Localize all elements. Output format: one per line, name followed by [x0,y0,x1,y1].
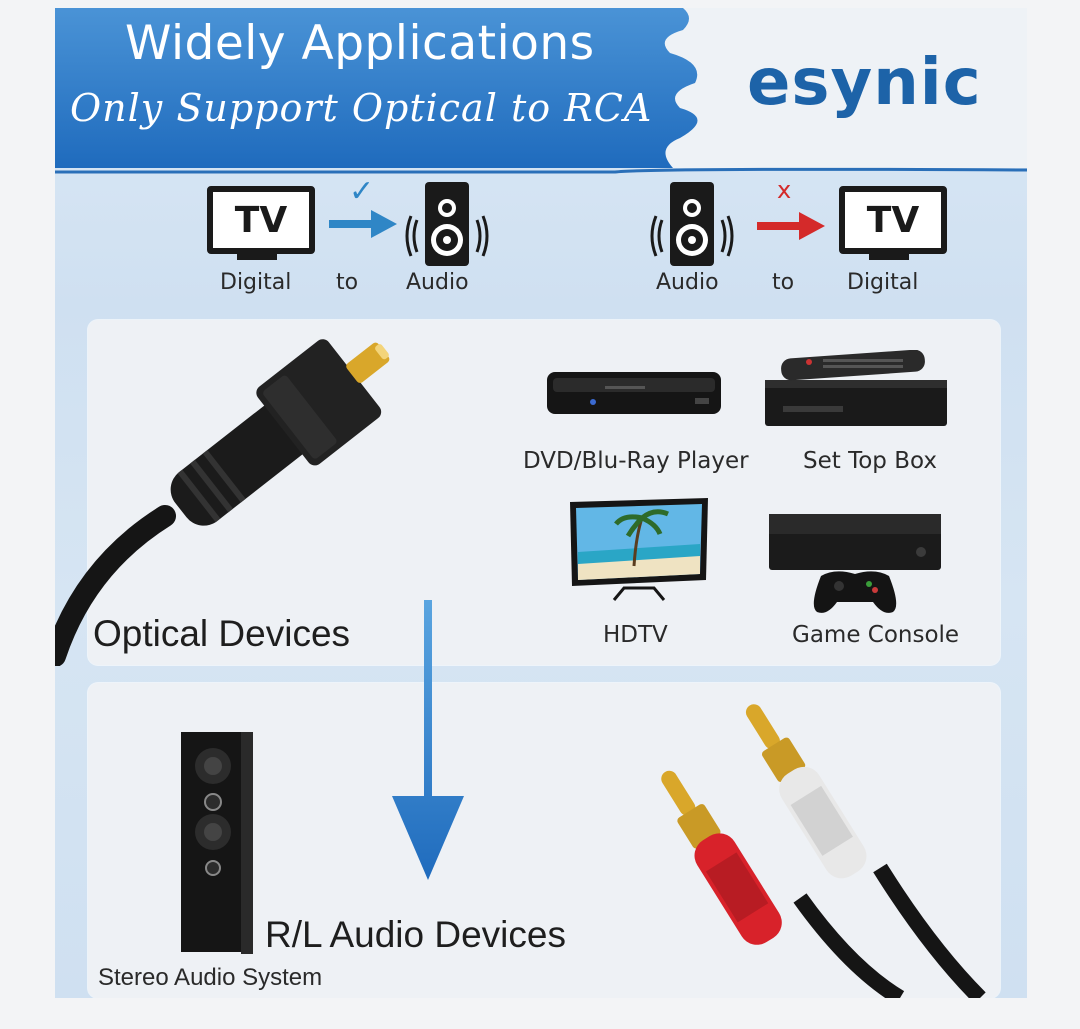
unsupported-from-label: Audio [656,270,719,295]
hdtv-icon [570,498,708,601]
tv-icon: TV [839,186,947,254]
optical-cable-icon [55,339,390,666]
check-mark-icon: ✓ [349,174,375,209]
stereo-system-label: Stereo Audio System [98,964,323,991]
header-title: Widely Applications [125,16,595,71]
supported-from-label: Digital [220,270,292,295]
bluray-player-icon [547,372,721,414]
speaker-icon [405,182,489,266]
device-label: Set Top Box [803,448,937,474]
arrow-down-icon [392,600,464,880]
header-subtitle: Only Support Optical to RCA [70,86,653,130]
floor-speaker-icon [181,732,253,954]
device-label: HDTV [603,622,668,648]
infographic-frame: Widely Applications Only Support Optical… [55,8,1027,998]
arrow-right-red-icon [757,212,825,240]
device-label: Game Console [792,622,960,648]
tv-stand [869,254,909,260]
supported-to-label: Audio [406,270,469,295]
tv-icon-text: TV [234,199,288,241]
optical-section-title: Optical Devices [93,613,351,654]
header-divider [55,167,1027,174]
banner-shape [55,8,698,168]
speaker-icon [650,182,734,266]
unsupported-to-label: Digital [847,270,919,295]
tv-stand [237,254,277,260]
game-console-icon [769,514,941,613]
supported-connector: to [336,270,359,295]
brand-logo: esynic [747,46,982,120]
tv-icon: TV [207,186,315,254]
rca-section-title: R/L Audio Devices [265,914,566,955]
unsupported-connector: to [772,270,795,295]
header-banner: Widely Applications Only Support Optical… [55,8,705,168]
tv-icon-text: TV [866,199,920,241]
device-label: DVD/Blu-Ray Player [523,448,749,474]
rca-cable-icon [661,704,986,998]
cross-mark-icon: x [777,176,792,204]
header-right-area [645,8,1027,168]
set-top-box-icon [765,350,947,426]
arrow-right-blue-icon [329,210,397,238]
